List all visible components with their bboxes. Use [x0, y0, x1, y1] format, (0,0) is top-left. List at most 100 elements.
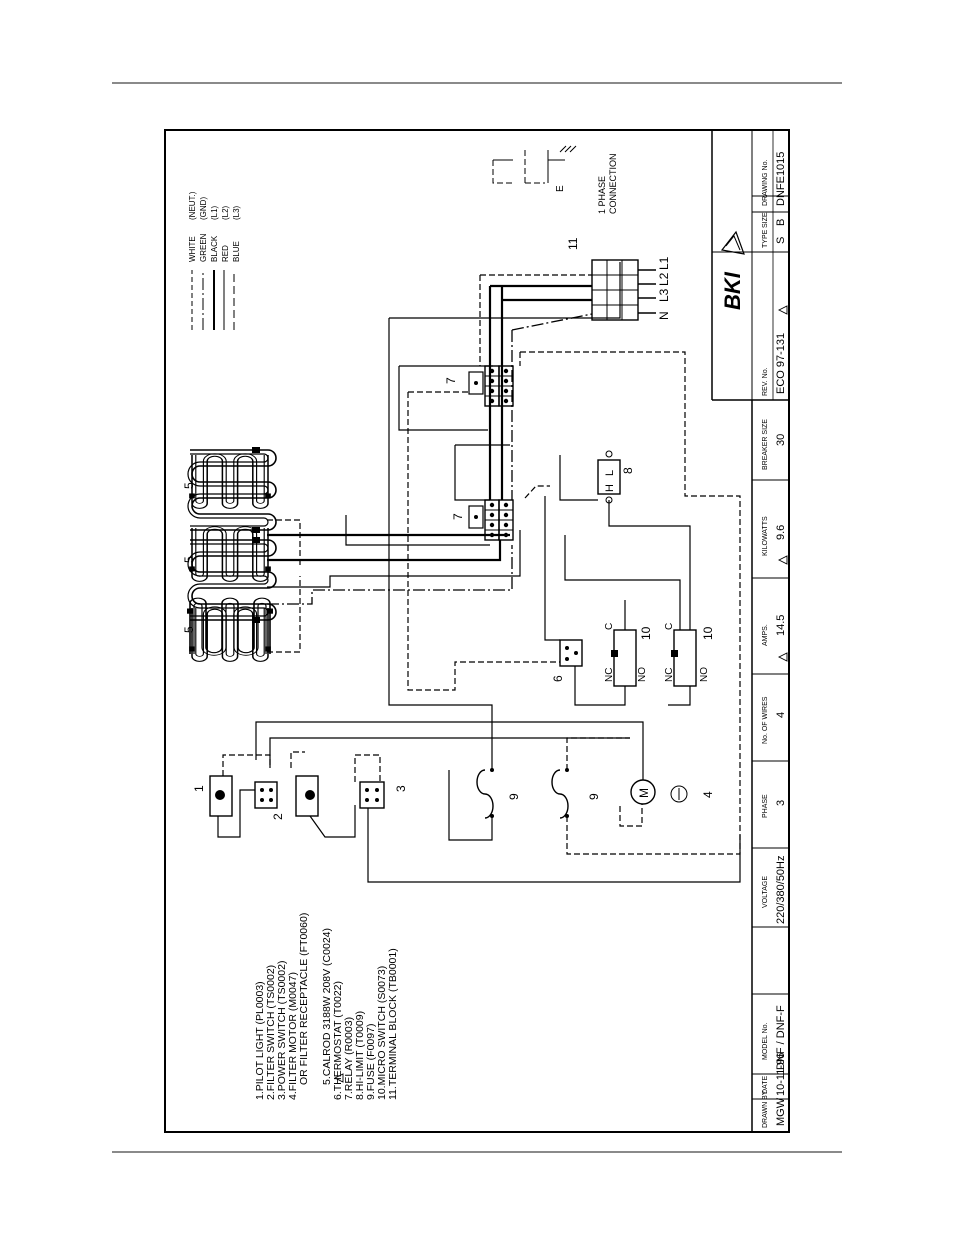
filter-motor-4: M 4: [630, 779, 715, 805]
footer-rule: [112, 1151, 842, 1153]
wire-black: BLACK: [210, 235, 219, 262]
wire-red-note: (L2): [221, 205, 230, 220]
brand-text: BKI: [720, 271, 745, 310]
part-6: 6.THERMOSTAT (T0022): [332, 981, 344, 1100]
wires-dashdot: [267, 313, 593, 605]
part-10: 10.MICRO SWITCH (S0073): [376, 966, 388, 1100]
ms-a-no: NO: [637, 667, 648, 682]
part-8: 8.HI-LIMIT (T0009): [354, 1011, 366, 1100]
heater-5a-shape: [187, 536, 277, 624]
n3: 3: [394, 785, 408, 792]
tb-date-header: DATE: [762, 1076, 769, 1094]
ground-label: E: [555, 185, 566, 192]
motor-m: M: [637, 788, 651, 798]
filter-switch-2: 2: [254, 775, 319, 820]
ms-a-c: C: [604, 623, 615, 630]
tb-model-header: MODEL No.: [762, 1022, 769, 1060]
part-5: 5.CALROD 3188W 208V (C0024): [321, 928, 333, 1085]
tb-model-value: DNF / DNF-F: [775, 1005, 787, 1070]
tb-phase-header: PHASE: [762, 794, 769, 818]
wires-heavy: [267, 284, 592, 562]
wire-blue-note: (L3): [232, 205, 241, 220]
tb-size-value: B: [775, 219, 787, 226]
n9a: 9: [507, 793, 521, 800]
tb-amps-header: AMPS.: [762, 624, 769, 646]
power-switch-3: 3: [359, 781, 408, 809]
term-N: N: [657, 311, 671, 320]
term-L3: L3: [657, 288, 671, 302]
heater-5a: [186, 597, 274, 657]
part-7: 7.RELAY (R0003): [343, 1017, 355, 1100]
tb-voltage-header: VOLTAGE: [762, 876, 769, 908]
n5b: 5: [182, 556, 196, 563]
ms-b-c: C: [664, 623, 675, 630]
phase-label-2: CONNECTION: [608, 154, 618, 215]
n5a: 5: [182, 626, 196, 633]
wire-white-note: (NEUT.): [188, 191, 197, 220]
tb-kw-value: 9.6: [775, 525, 787, 540]
tb-size-header: SIZE: [762, 212, 769, 228]
tb-rev-value: ECO 97-131: [775, 333, 787, 394]
fuse-9b: 9: [551, 768, 601, 819]
hi-limit-8: H L 8: [597, 450, 635, 504]
tb-drawing-header: DRAWING No.: [762, 160, 769, 206]
wires-dashed: [222, 274, 741, 855]
ms-b-no: NO: [699, 667, 710, 682]
n2: 2: [271, 813, 285, 820]
tb-wires-value: 4: [775, 712, 787, 718]
term-L2: L2: [657, 272, 671, 286]
header-rule: [112, 82, 842, 84]
thermostat-6: 6: [551, 639, 583, 682]
wire-black-note: (L1): [210, 205, 219, 220]
tb-breaker-header: BREAKER SIZE: [762, 419, 769, 470]
part-4b: OR FILTER RECEPTACLE (FT0060): [298, 913, 310, 1085]
drawing-border: [164, 129, 790, 1133]
tb-drawn-value: MGW: [775, 1097, 787, 1126]
wire-red: RED: [221, 245, 230, 262]
tb-voltage-value: 220/380/50Hz: [775, 856, 787, 925]
wires-solid: [217, 262, 741, 883]
fuse-9a: 9: [476, 768, 521, 819]
part-1: 1.PILOT LIGHT (PL0003): [254, 981, 266, 1100]
micro-switch-10b: NC NO C 10: [664, 623, 715, 687]
n7a: 7: [451, 513, 465, 520]
part-2: 2.FILTER SWITCH (TS0002): [265, 965, 277, 1100]
n1: 1: [192, 785, 206, 792]
hl-h: H: [604, 484, 616, 492]
wire-blue: BLUE: [232, 241, 241, 262]
tb-type-value: S: [775, 237, 787, 244]
n4: 4: [701, 791, 715, 798]
tb-drawing-value: DNFE1015: [775, 152, 787, 206]
tb-type-header: TYPE: [762, 229, 769, 248]
part-11: 11.TERMINAL BLOCK (TB0001): [387, 948, 399, 1100]
wire-white: WHITE: [188, 236, 197, 262]
one-phase-connection: E 1 PHASE CONNECTION: [492, 145, 618, 215]
ms-a-nc: NC: [604, 668, 615, 682]
wire-green: GREEN: [199, 233, 208, 262]
part-9: 9.FUSE (F0097): [365, 1024, 377, 1100]
tb-wires-header: No. OF WIRES: [762, 696, 769, 744]
part-4: 4.FILTER MOTOR (M0047): [287, 972, 299, 1100]
n9b: 9: [587, 793, 601, 800]
n5c: 5: [182, 482, 196, 489]
tb-breaker-value: 30: [775, 434, 787, 446]
bki-logo: BKI: [720, 230, 745, 310]
n8: 8: [621, 467, 635, 474]
n7b: 7: [444, 377, 458, 384]
parts-legend: 1.PILOT LIGHT (PL0003) 2.FILTER SWITCH (…: [254, 913, 399, 1100]
hl-l: L: [604, 470, 616, 476]
tb-drawn-header: DRAWN BY: [762, 1090, 769, 1128]
pilot-light-1: 1: [192, 775, 233, 817]
micro-switch-10a: NC NO C 10: [604, 623, 653, 687]
wire-green-note: (GND): [199, 197, 208, 220]
tb-amps-value: 14.5: [775, 615, 787, 636]
tb-date-value: 10-11-96: [775, 1053, 787, 1096]
tb-kw-header: KILOWATTS: [762, 516, 769, 556]
tb-phase-value: 3: [775, 800, 787, 806]
n10a: 10: [639, 626, 653, 640]
heater-5b-shape: [187, 446, 277, 534]
n11: 11: [566, 237, 580, 250]
part-3: 3.POWER SWITCH (TS0002): [276, 961, 288, 1100]
phase-label-1: 1 PHASE: [597, 176, 607, 214]
